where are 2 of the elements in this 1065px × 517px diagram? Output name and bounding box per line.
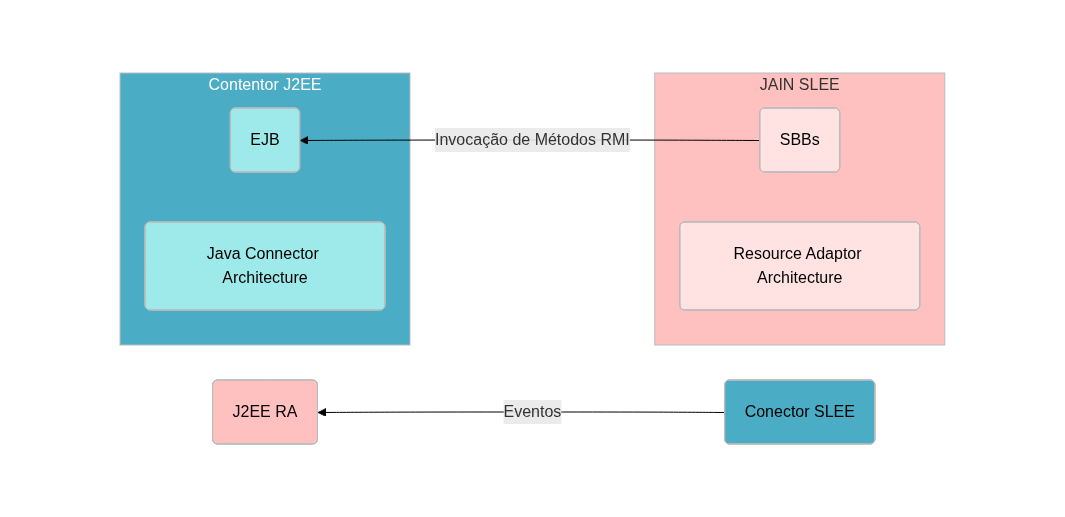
edge-label: Invocação de Métodos RMI	[435, 131, 630, 148]
edge-label: Eventos	[503, 403, 562, 420]
